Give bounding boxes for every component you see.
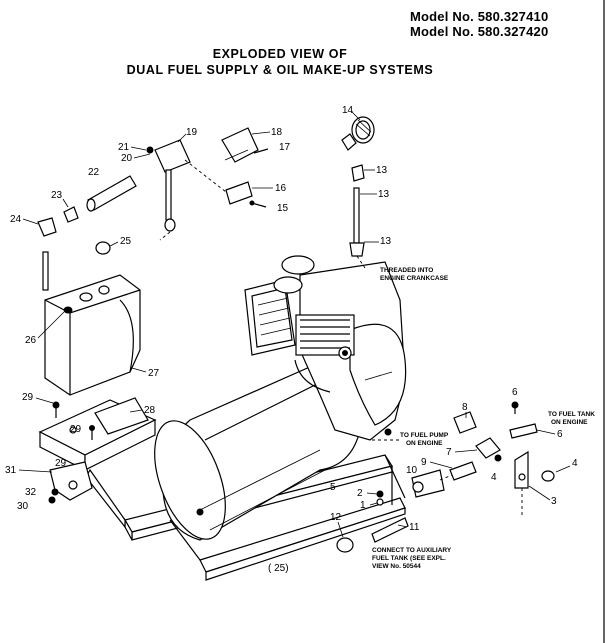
callout-19: 19 <box>186 127 198 138</box>
callout-17: 17 <box>279 142 291 153</box>
callout-30: 30 <box>17 501 29 512</box>
callout-27: 27 <box>148 368 160 379</box>
callout-3: 3 <box>551 496 557 507</box>
callout-18: 18 <box>271 127 283 138</box>
callout-16: 16 <box>275 183 287 194</box>
note-auxiliary-1: CONNECT TO AUXILIARY <box>372 547 452 554</box>
fuel-valve-parts <box>336 401 555 553</box>
oil-fill-assembly <box>341 116 375 269</box>
callout-29c: 29 <box>55 458 67 469</box>
model-number-2: Model No. 580.327420 <box>410 24 549 39</box>
note-fuel-pump-1: TO FUEL PUMP <box>400 432 449 439</box>
callout-1: 1 <box>360 500 366 511</box>
callout-9: 9 <box>421 457 427 468</box>
callout-31: 31 <box>5 465 17 476</box>
callout-26: 26 <box>25 335 37 346</box>
callout-13a: 13 <box>376 165 388 176</box>
callout-14: 14 <box>342 105 354 116</box>
callout-32: 32 <box>25 487 37 498</box>
tank-mount-plate <box>38 397 157 504</box>
callout-13b: 13 <box>378 189 390 200</box>
note-auxiliary-2: FUEL TANK (SEE EXPL. <box>372 555 446 562</box>
callout-22: 22 <box>88 167 100 178</box>
engine-assembly <box>244 255 407 441</box>
note-fuel-tank-2: ON ENGINE <box>551 419 588 426</box>
callout-6b: 6 <box>557 429 563 440</box>
diagram-title-line-2: DUAL FUEL SUPPLY & OIL MAKE-UP SYSTEMS <box>126 63 434 77</box>
callout-29a: 29 <box>22 392 34 403</box>
generator-cylinder-tank <box>154 357 363 541</box>
callout-24: 24 <box>10 214 22 225</box>
tank-fittings <box>37 175 137 291</box>
callout-15: 15 <box>277 203 289 214</box>
callout-20: 20 <box>121 153 133 164</box>
callout-21: 21 <box>118 142 130 153</box>
callout-5: 5 <box>330 482 336 493</box>
model-number-1: Model No. 580.327410 <box>410 9 549 24</box>
note-fuel-tank-1: TO FUEL TANK <box>548 411 595 418</box>
callout-23: 23 <box>51 190 63 201</box>
callout-2: 2 <box>357 488 363 499</box>
bracket-assembly <box>146 127 269 241</box>
callout-7: 7 <box>446 447 452 458</box>
auxiliary-oil-tank <box>44 274 141 396</box>
note-threaded-2: ENGINE CRANKCASE <box>380 275 449 282</box>
note-fuel-pump-2: ON ENGINE <box>406 440 443 447</box>
note-auxiliary-3: VIEW No. 50544 <box>372 563 421 570</box>
callout-13c: 13 <box>380 236 392 247</box>
figure-mark: ( 25) <box>268 563 289 574</box>
callout-25: 25 <box>120 236 132 247</box>
callout-8: 8 <box>462 402 468 413</box>
callout-12: 12 <box>330 512 342 523</box>
callout-11: 11 <box>409 522 420 533</box>
callout-4b: 4 <box>572 458 578 469</box>
callout-10: 10 <box>406 465 418 476</box>
diagram-title-line-1: EXPLODED VIEW OF <box>212 47 348 61</box>
callout-29b: 29 <box>70 424 82 435</box>
callout-28: 28 <box>144 405 156 416</box>
callout-6a: 6 <box>512 387 518 398</box>
callout-4a: 4 <box>491 472 497 483</box>
note-threaded-1: THREADED INTO <box>380 267 433 274</box>
